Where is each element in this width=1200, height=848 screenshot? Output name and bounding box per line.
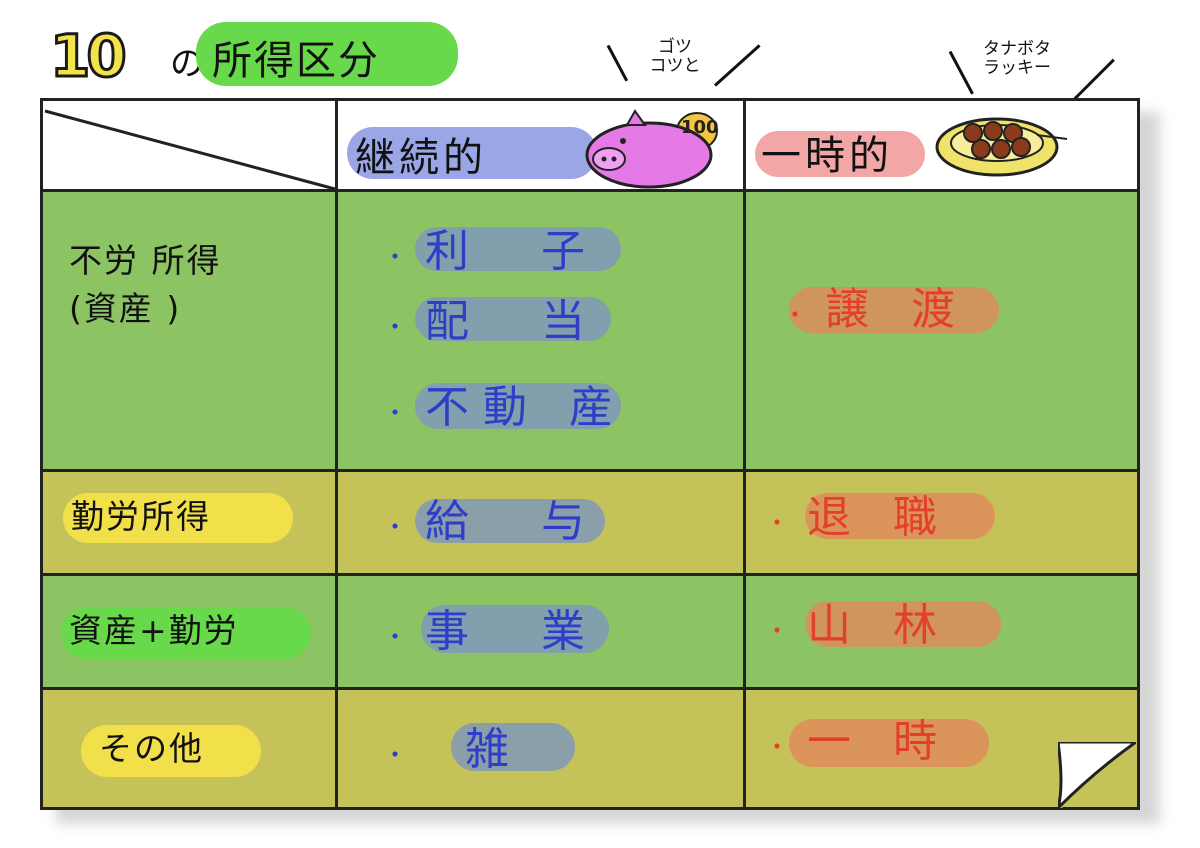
annotation-continuous-line-1: ゴツ [658, 37, 692, 57]
item-interest-text: 利 子 [425, 226, 599, 277]
coin-label: 100 [681, 117, 719, 138]
item-business: ・事 業 [383, 606, 599, 657]
grid-line-col-1 [335, 101, 338, 807]
grid-line-header [43, 189, 1137, 192]
item-real-estate-text: 不動 産 [425, 382, 627, 433]
header-continuous-highlight [347, 127, 597, 179]
page-curl-icon [1058, 742, 1136, 808]
item-highlight [805, 601, 1001, 647]
title-highlight [196, 22, 458, 86]
page-title: 所得区分 [212, 38, 380, 84]
item-highlight [789, 719, 989, 767]
item-retirement-text: 退 職 [807, 492, 951, 543]
item-occasional: ・一 時 [765, 716, 951, 767]
item-highlight [415, 227, 621, 271]
item-business-text: 事 業 [425, 606, 599, 657]
item-forestry: ・山 林 [765, 600, 951, 651]
annotation-continuous-line-2: コツと [649, 56, 701, 76]
corner-diagonal [44, 109, 336, 191]
item-dividend-text: 配 当 [425, 296, 599, 347]
annotation-temporary-line-2: ラッキー [983, 58, 1051, 78]
item-real-estate: ・不動 産 [383, 382, 627, 433]
annotation-continuous: ゴツ コツと [630, 38, 720, 76]
row-label-other: その他 [99, 729, 204, 768]
item-highlight [805, 493, 995, 539]
item-dividend: ・配 当 [383, 296, 599, 347]
item-transfer-text: 譲 渡 [825, 284, 969, 335]
item-highlight [789, 287, 999, 333]
annotation-temporary-line-1: タナボタ [983, 39, 1051, 59]
row-label-unearned: 不労 所得 (資産 ) [69, 237, 222, 333]
item-highlight [451, 723, 575, 771]
item-highlight [421, 605, 609, 653]
grid-line-row-1 [43, 469, 1137, 472]
row-label-unearned-line-1: 不労 所得 [69, 241, 222, 280]
item-occasional-text: 一 時 [807, 716, 951, 767]
pig-bank-icon [585, 109, 718, 189]
grid-line-row-2 [43, 573, 1137, 576]
item-miscellaneous: ・雑 [383, 724, 523, 775]
item-retirement: ・退 職 [765, 492, 951, 543]
item-miscellaneous-text: 雑 [465, 724, 523, 775]
header-temporary-highlight [755, 131, 925, 177]
item-highlight [415, 383, 621, 429]
row-label-earned-highlight [63, 493, 293, 543]
takoyaki-icon [935, 117, 1068, 177]
grid-line-col-2 [743, 101, 746, 807]
annotation-continuous-stroke-right [713, 44, 761, 87]
item-forestry-text: 山 林 [807, 600, 951, 651]
annotation-temporary: タナボタ ラッキー [962, 40, 1072, 78]
annotation-continuous-stroke-left [606, 44, 629, 82]
row-label-mixed: 資産+勤労 [69, 611, 239, 650]
header-continuous: 継続的 [355, 135, 487, 181]
item-salary: ・給 与 [383, 496, 599, 547]
item-highlight [415, 499, 605, 543]
grid-line-row-3 [43, 687, 1137, 690]
title-number: 10 [49, 21, 129, 92]
row-label-mixed-highlight [61, 607, 311, 659]
row-label-earned: 勤労所得 [71, 497, 211, 536]
item-interest: ・利 子 [383, 226, 599, 277]
item-salary-text: 給 与 [425, 496, 599, 547]
header-temporary: 一時的 [761, 133, 893, 179]
item-highlight [415, 297, 611, 341]
table-sheet: 継続的 100 一時的 不労 所得 (資産 ) ・利 子 ・配 当 ・不動 産 … [40, 98, 1140, 810]
row-label-other-highlight [81, 725, 261, 777]
item-transfer: ・譲 渡 [783, 284, 969, 335]
row-label-unearned-line-2: (資産 ) [69, 289, 182, 328]
